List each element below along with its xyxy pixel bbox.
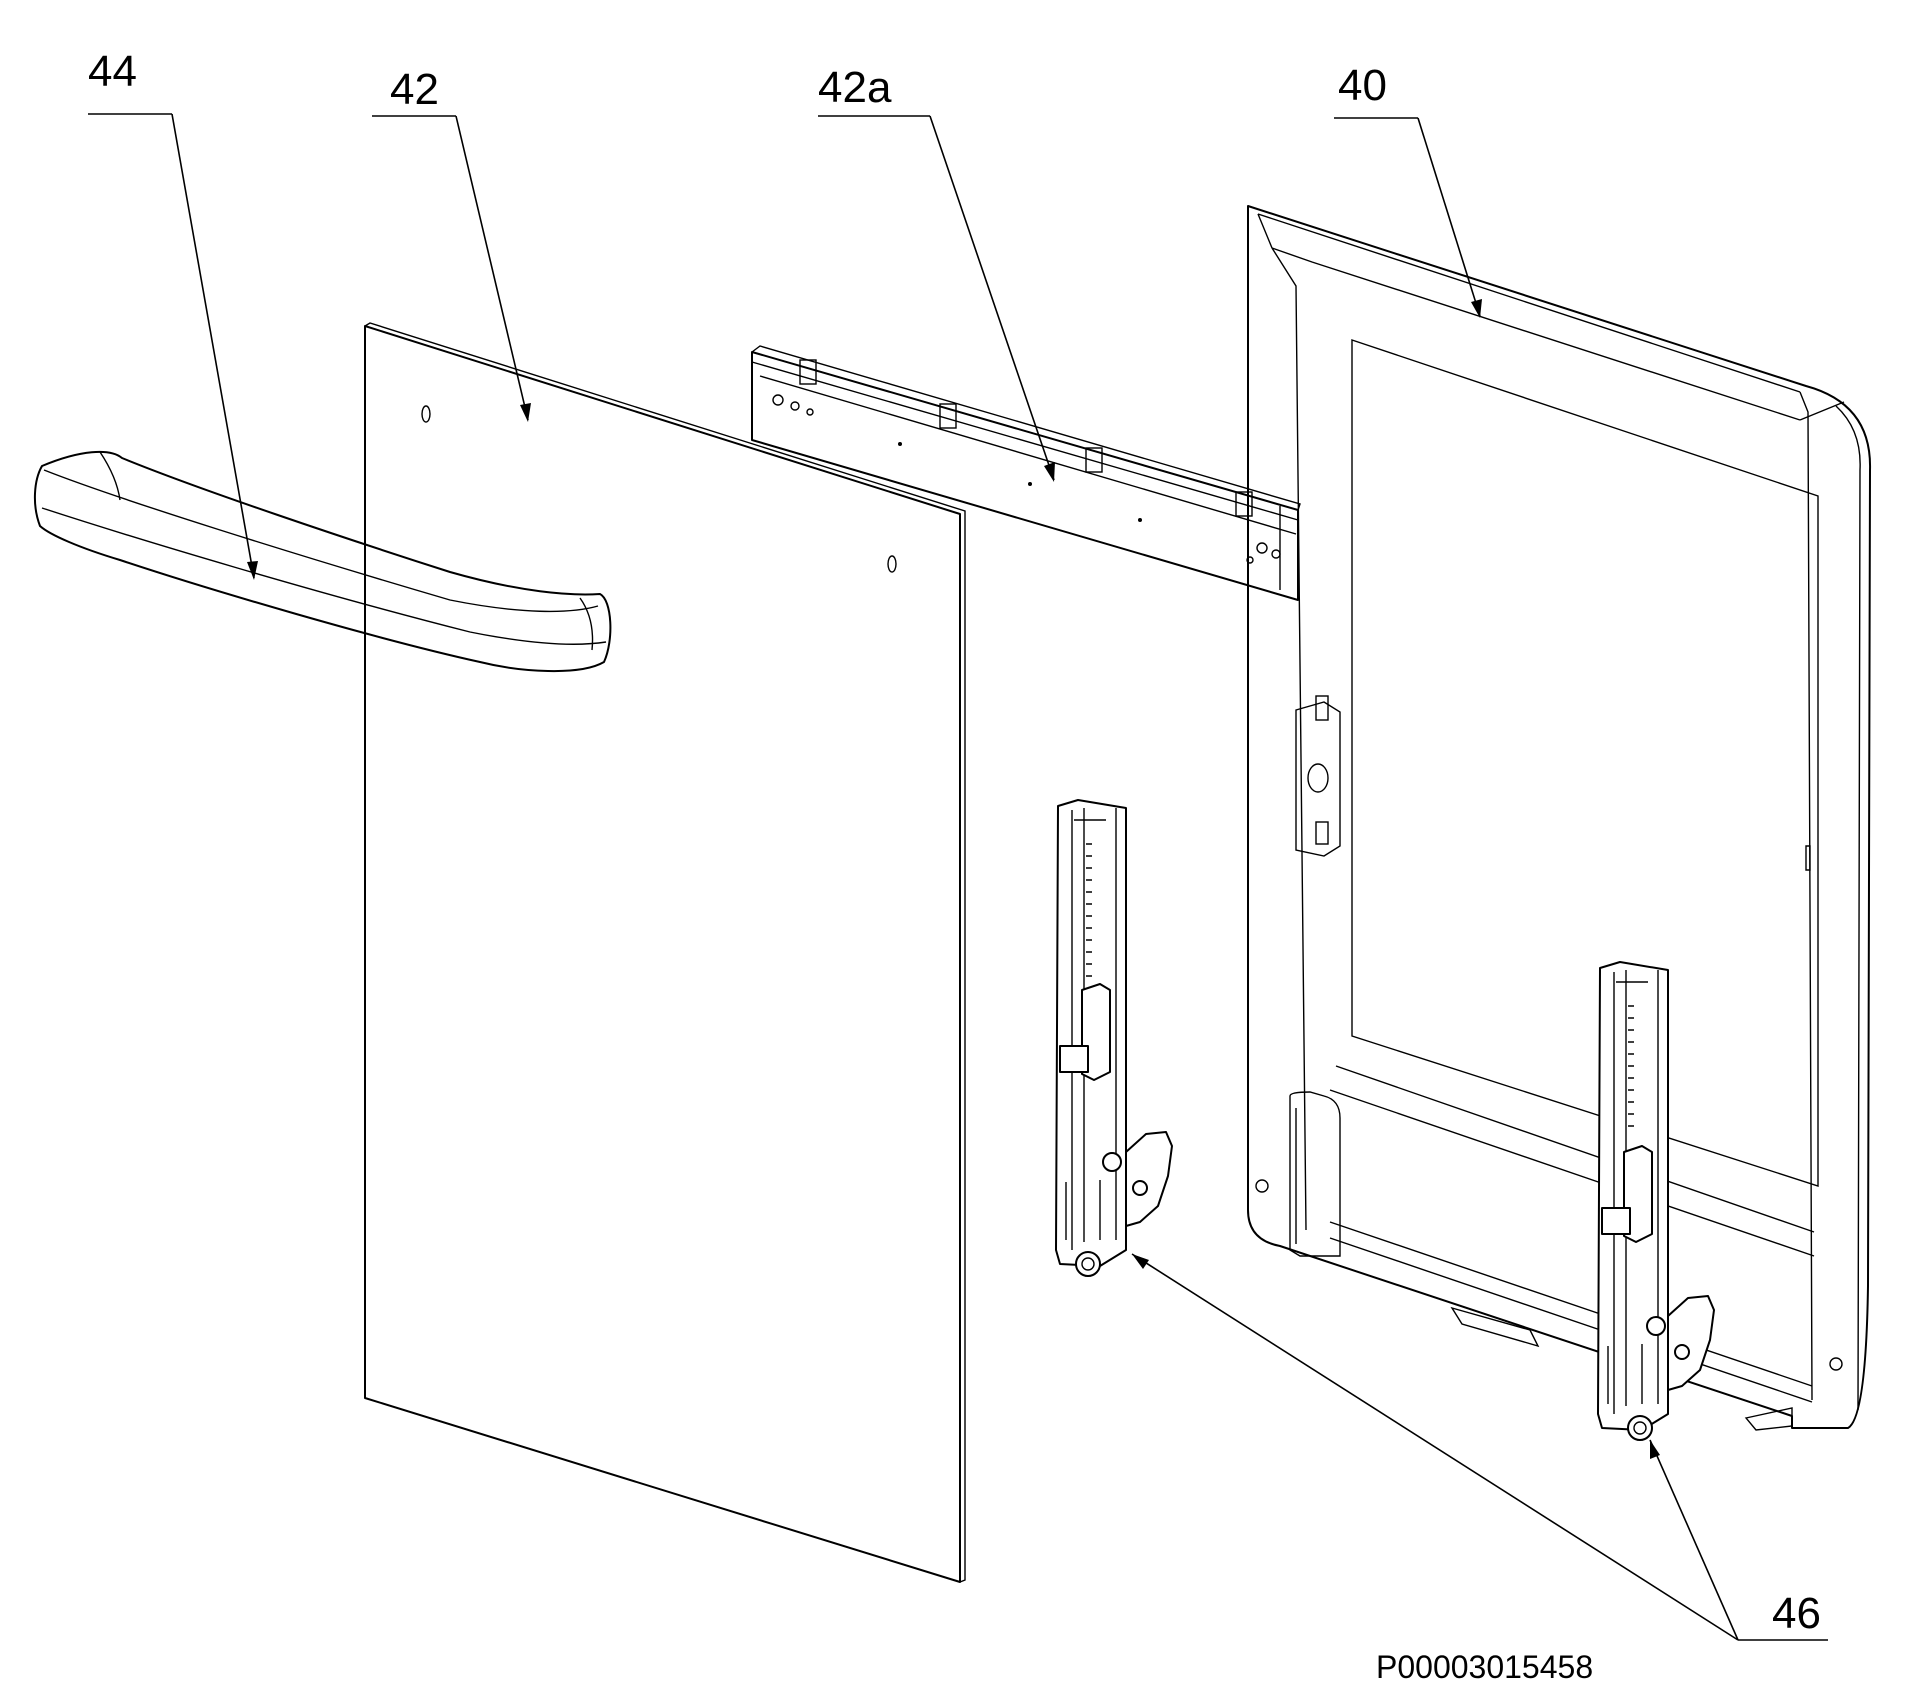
outer-glass-panel xyxy=(364,322,966,1583)
reference-code: P00003015458 xyxy=(1376,1649,1593,1684)
hinge-right xyxy=(1597,961,1715,1441)
hinge-left xyxy=(1055,799,1173,1277)
callout-42a: 42a xyxy=(818,63,892,112)
leader-lines xyxy=(88,113,1828,1641)
callout-44: 44 xyxy=(88,47,137,96)
door-handle xyxy=(34,450,612,672)
door-top-profile xyxy=(751,345,1301,601)
callout-46: 46 xyxy=(1772,1589,1821,1638)
callout-40: 40 xyxy=(1338,61,1387,110)
inner-door-frame xyxy=(1247,205,1872,1431)
callout-42: 42 xyxy=(390,65,439,114)
leader-arrowheads xyxy=(247,299,1660,1459)
